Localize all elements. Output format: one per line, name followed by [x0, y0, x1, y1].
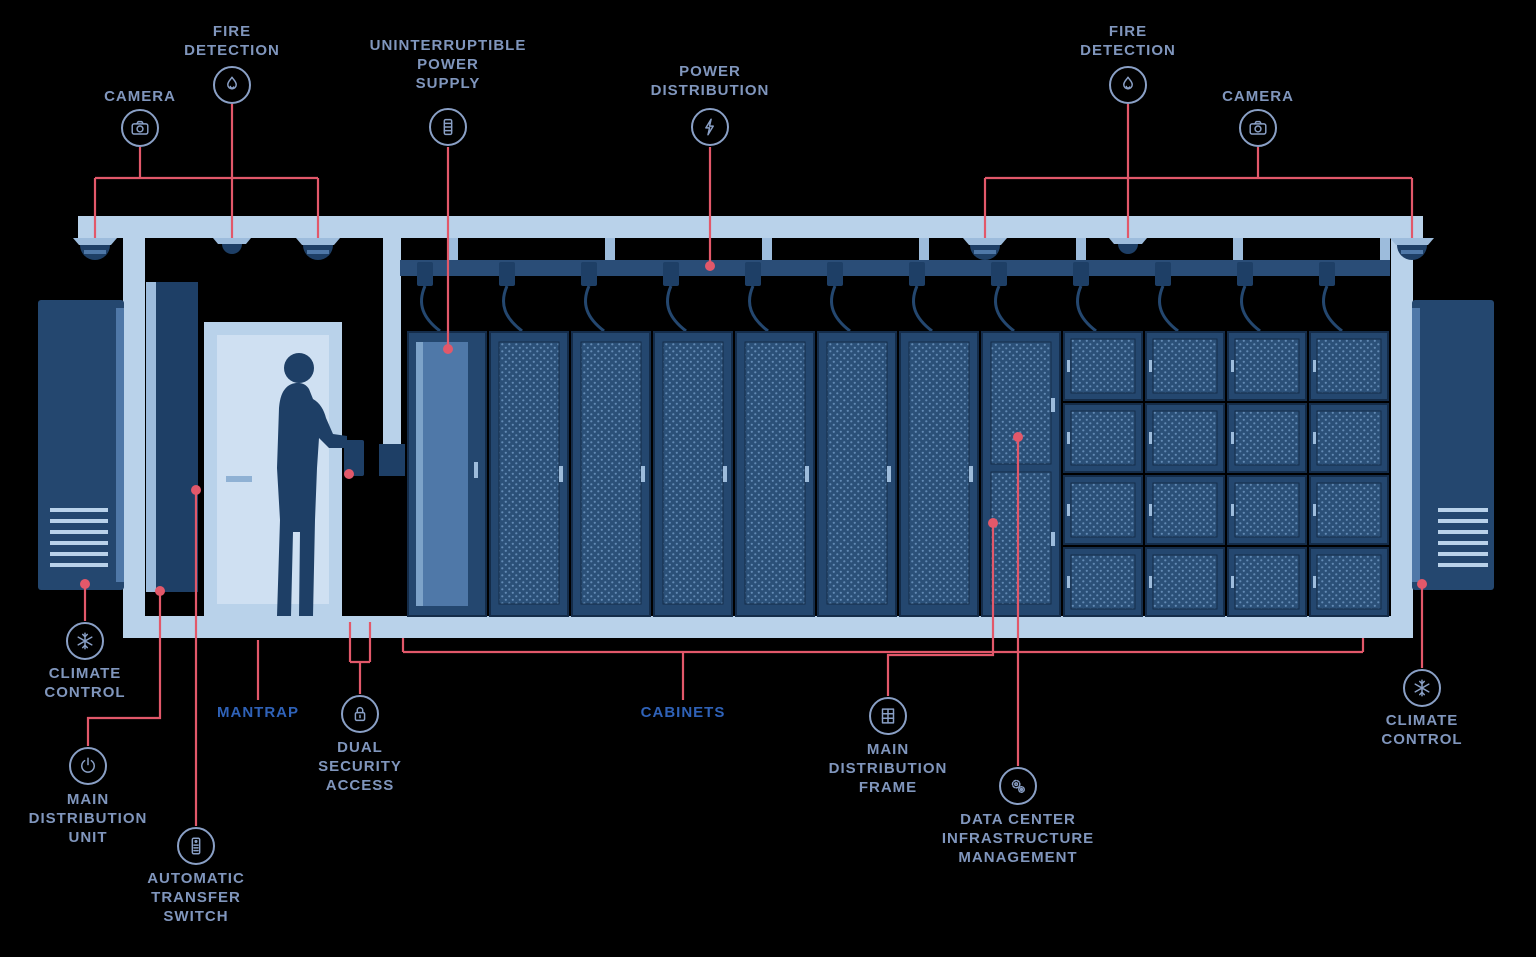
transfer-switch-icon [177, 827, 215, 865]
server-cabinet [571, 331, 651, 617]
label-dcim: DATA CENTER INFRASTRUCTURE MANAGEMENT [941, 811, 1095, 866]
climate-unit-left [38, 300, 124, 590]
fire-detector [1109, 238, 1147, 254]
small-cabinet-grid [1063, 331, 1389, 617]
ups-cabinet [407, 331, 487, 617]
split-cabinet [981, 331, 1061, 617]
label-main-distribution-unit: MAIN DISTRIBUTION UNIT [28, 791, 148, 846]
label-camera-left: CAMERA [104, 88, 176, 105]
label-climate-control-right: CLIMATE CONTROL [1381, 712, 1463, 748]
card-reader [344, 440, 364, 476]
label-fire-detection-left: FIRE DETECTION [184, 23, 280, 59]
label-mantrap: MANTRAP [217, 704, 299, 721]
connector-lines [83, 104, 1424, 826]
mantrap-door [204, 322, 342, 616]
padlock-icon [341, 695, 379, 733]
snowflake-icon [1403, 669, 1441, 707]
divider-wall [379, 238, 405, 476]
person-silhouette [277, 353, 347, 616]
dome-camera [296, 238, 340, 260]
dome-camera [73, 238, 117, 260]
room-walls [78, 216, 1423, 638]
label-automatic-transfer-switch: AUTOMATIC TRANSFER SWITCH [147, 870, 245, 925]
label-dual-security-access: DUAL SECURITY ACCESS [318, 739, 402, 794]
label-ups: UNINTERRUPTIBLE POWER SUPPLY [369, 37, 527, 92]
connection-dots [80, 261, 1427, 596]
label-cabinets: CABINETS [640, 704, 726, 721]
camera-icon [1239, 109, 1277, 147]
battery-stack-icon [429, 108, 467, 146]
cabinet-row [407, 331, 1389, 617]
label-camera-right: CAMERA [1222, 88, 1294, 105]
server-cabinet [899, 331, 979, 617]
flame-icon [213, 66, 251, 104]
power-symbol-icon [69, 747, 107, 785]
gears-icon [999, 767, 1037, 805]
dome-camera [963, 238, 1007, 260]
server-cabinet [817, 331, 897, 617]
cable-tray [400, 238, 1390, 333]
label-main-distribution-frame: MAIN DISTRIBUTION FRAME [828, 741, 948, 796]
lightning-icon [691, 108, 729, 146]
server-cabinet [735, 331, 815, 617]
electrical-panel [146, 282, 198, 592]
label-fire-detection-right: FIRE DETECTION [1080, 23, 1176, 59]
camera-icon [121, 109, 159, 147]
server-cabinet [489, 331, 569, 617]
server-cabinet [653, 331, 733, 617]
flame-icon [1109, 66, 1147, 104]
snowflake-icon [66, 622, 104, 660]
fire-detector [213, 238, 251, 254]
rack-grid-icon [869, 697, 907, 735]
label-climate-control-left: CLIMATE CONTROL [44, 665, 126, 701]
hanging-cables [420, 285, 1343, 333]
climate-unit-right [1412, 300, 1494, 590]
label-power-distribution: POWER DISTRIBUTION [650, 63, 770, 99]
